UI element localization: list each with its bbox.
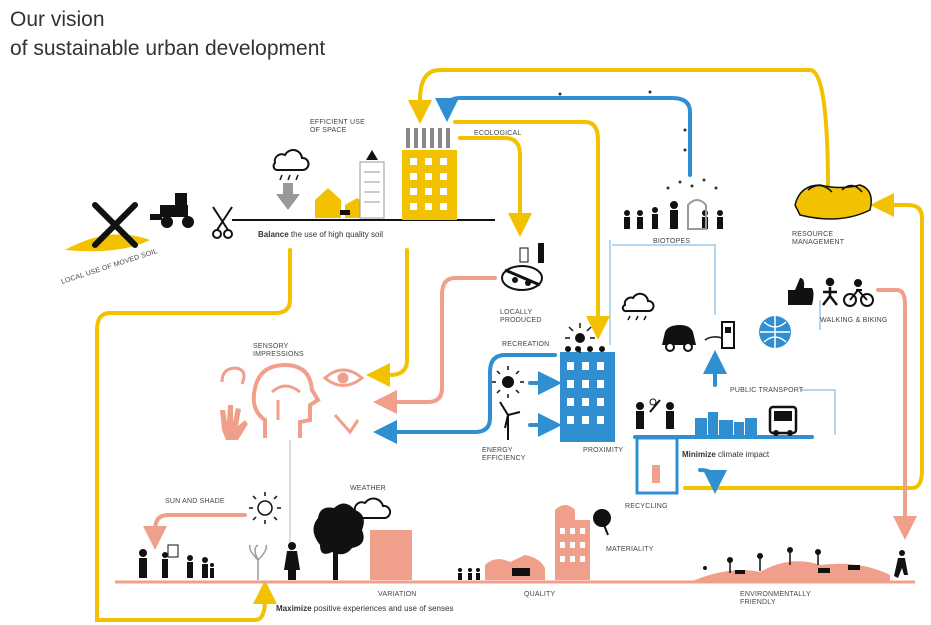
- thumbs-up-icon: [788, 278, 814, 305]
- maximize-bold: Maximize: [276, 604, 312, 613]
- label-energy-2: EFFICIENCY: [482, 455, 526, 462]
- label-public-transport: PUBLIC TRANSPORT: [730, 387, 804, 394]
- globe-icon: [759, 316, 791, 348]
- yellow-flow-lines: [95, 68, 924, 622]
- tree-icon: [313, 503, 364, 580]
- person-standing-icon: [284, 542, 300, 580]
- charger-icon: [704, 321, 735, 349]
- label-resource-1: RESOURCE: [792, 231, 833, 238]
- variation-block: [370, 530, 412, 580]
- label-env-1: ENVIRONMENTALLY: [740, 591, 811, 598]
- balance-bold: Balance: [258, 230, 289, 239]
- label-env-2: FRIENDLY: [740, 599, 776, 606]
- materiality-building: [555, 505, 611, 580]
- quality-shapes: [458, 555, 545, 580]
- label-efficient-use-1: EFFICIENT USE: [310, 119, 365, 126]
- label-minimize: Minimize climate impact: [682, 450, 770, 459]
- cloud-rain-icon: [272, 149, 310, 181]
- label-sensory-2: IMPRESSIONS: [253, 351, 304, 358]
- snow-dots: [558, 90, 718, 190]
- family-icon: [139, 544, 214, 578]
- label-quality: QUALITY: [524, 591, 555, 598]
- title-line-1: Our vision: [10, 8, 105, 31]
- label-sun-shade: SUN AND SHADE: [165, 498, 225, 505]
- label-resource-2: MANAGEMENT: [792, 239, 845, 246]
- env-hills: [690, 547, 890, 582]
- label-ecological: ECOLOGICAL: [474, 130, 522, 137]
- label-locally-1: LOCALLY: [500, 309, 533, 316]
- crossed-soil-icon: [65, 202, 150, 252]
- label-biotopes: BIOTOPES: [653, 238, 690, 245]
- label-recreation: RECREATION: [502, 341, 549, 348]
- label-walking: WALKING & BIKING: [820, 317, 888, 324]
- maximize-rest: positive experiences and use of senses: [312, 604, 454, 613]
- bike-icon: [843, 279, 874, 307]
- minimize-bold: Minimize: [682, 450, 716, 459]
- title-line-2: of sustainable urban development: [10, 37, 326, 60]
- walker-icon: [822, 277, 838, 306]
- label-weather: WEATHER: [350, 485, 386, 492]
- label-efficient-use-2: OF SPACE: [310, 127, 347, 134]
- city-blue-icon: [695, 412, 757, 436]
- recycling-icon: [635, 399, 679, 495]
- balance-rest: the use of high quality soil: [289, 230, 384, 239]
- blue-building-icon: [560, 346, 615, 442]
- eye-icon: [322, 368, 365, 387]
- sun-icon: [565, 323, 595, 353]
- salmon-flow-lines: [143, 276, 917, 550]
- label-balance: Balance the use of high quality soil: [258, 230, 383, 239]
- people-icon: [624, 199, 723, 230]
- label-energy-1: ENERGY: [482, 447, 513, 454]
- cloud-icon-2: [621, 292, 655, 321]
- minimize-rest: climate impact: [716, 450, 770, 459]
- thin-blue-lines: [609, 240, 836, 435]
- building-icon: [359, 150, 385, 219]
- label-maximize: Maximize positive experiences and use of…: [276, 604, 453, 613]
- label-variation: VARIATION: [378, 591, 417, 598]
- nose-arrow-icon: [333, 414, 360, 435]
- food-icon: [501, 243, 544, 291]
- label-recycling: RECYCLING: [625, 503, 668, 510]
- label-proximity: PROXIMITY: [583, 447, 623, 454]
- head-senses-icon: [251, 362, 321, 438]
- sun-shade-sun-icon: [249, 492, 281, 524]
- label-materiality: MATERIALITY: [606, 546, 654, 553]
- weather-cloud-icon: [352, 497, 392, 519]
- label-local-soil: LOCAL USE OF MOVED SOIL: [60, 248, 158, 286]
- hands-icon: [794, 184, 872, 220]
- scissors-icon: [212, 206, 233, 239]
- arrow-down-icon: [276, 183, 300, 210]
- wind-turbine-icon: [499, 401, 521, 440]
- tractor-icon: [150, 193, 194, 228]
- hiker-icon: [894, 550, 908, 578]
- bus-icon: [768, 405, 798, 436]
- people-work-icon: [636, 398, 674, 429]
- car-icon: [662, 325, 696, 352]
- ear-icon: [220, 366, 246, 385]
- hand-icon: [220, 405, 248, 440]
- yellow-building-icon: [402, 128, 457, 220]
- label-locally-2: PRODUCED: [500, 317, 542, 324]
- palm-icon: [248, 544, 268, 580]
- energy-sun-icon: [492, 366, 524, 398]
- label-sensory-1: SENSORY: [253, 343, 289, 350]
